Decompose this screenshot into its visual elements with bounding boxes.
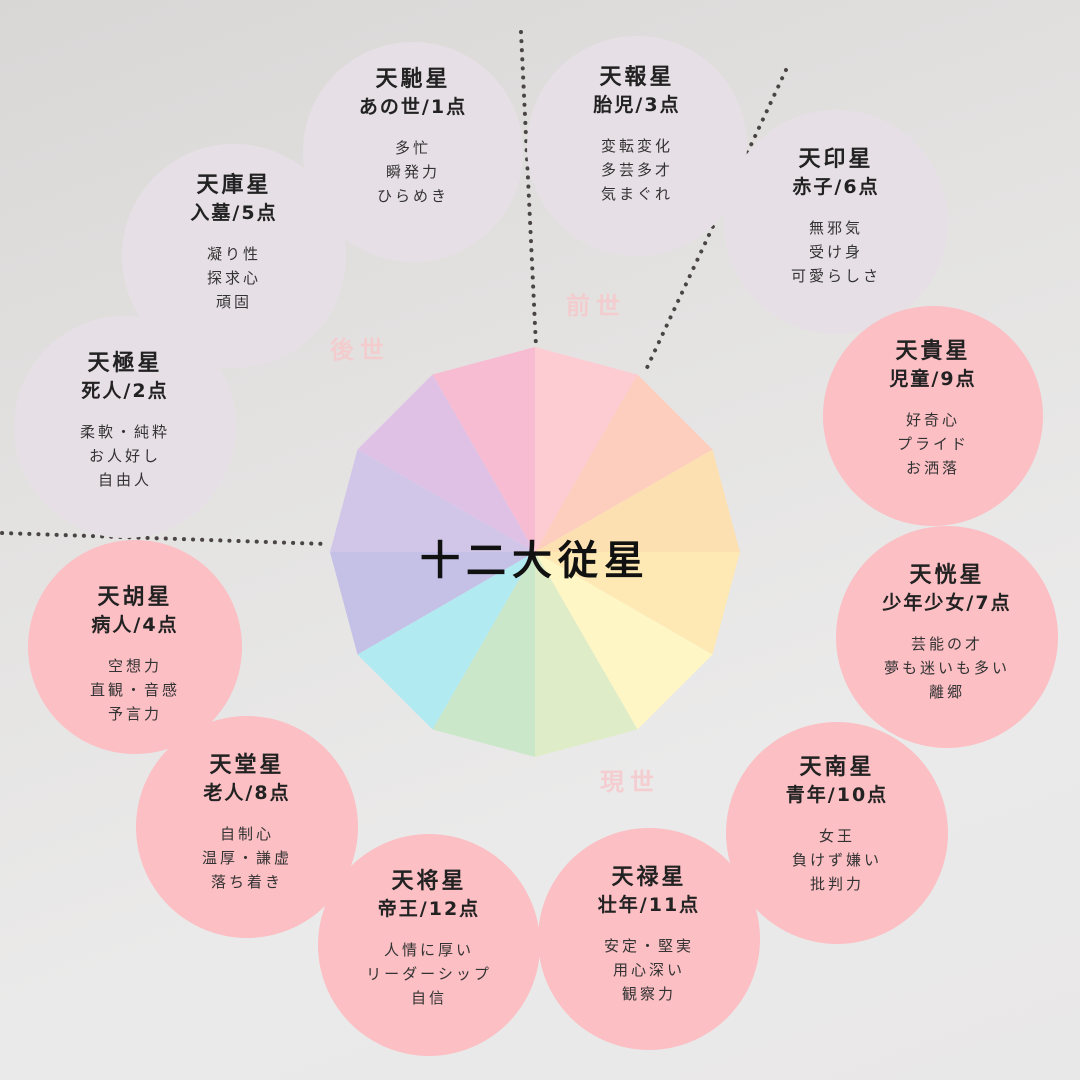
star-trait: 予言力 <box>107 705 162 723</box>
star-stage: 入墓/5点 <box>190 202 278 224</box>
star-card-tenshou: 天将星 帝王/12点 人情に厚い リーダーシップ 自信 <box>318 834 540 1056</box>
star-card-tenroku: 天禄星 壮年/11点 安定・堅実 用心深い 観察力 <box>538 828 760 1050</box>
era-label-afterlife: 後世 <box>330 336 390 364</box>
star-trait: 夢も迷いも多い <box>883 659 1010 677</box>
star-trait: 温厚・謙虚 <box>201 849 292 867</box>
wheel-segment <box>330 449 535 552</box>
star-card-tennan: 天南星 青年/10点 女王 負けず嫌い 批判力 <box>726 722 948 944</box>
star-name: 天胡星 <box>97 585 173 610</box>
star-trait: お人好し <box>88 447 161 465</box>
wheel-segment <box>535 374 713 552</box>
star-name: 天極星 <box>87 351 163 376</box>
star-stage: 病人/4点 <box>91 614 179 636</box>
star-trait: 自信 <box>410 989 447 1007</box>
star-stage: 青年/10点 <box>785 784 889 806</box>
star-trait: 柔軟・純粋 <box>79 423 170 441</box>
star-stage: 赤子/6点 <box>792 176 880 198</box>
star-trait: プライド <box>896 435 969 453</box>
star-trait: 用心深い <box>612 961 685 979</box>
wheel-segment <box>535 552 713 730</box>
star-trait: 空想力 <box>107 657 162 675</box>
wheel-segment <box>357 552 535 730</box>
star-card-tenkyoku: 天極星 死人/2点 柔軟・純粋 お人好し 自由人 <box>14 316 236 538</box>
era-label-present: 現世 <box>600 768 660 796</box>
wheel-segment <box>357 374 535 552</box>
star-trait: 安定・堅実 <box>603 937 694 955</box>
star-name: 天恍星 <box>909 563 985 588</box>
star-stage: 帝王/12点 <box>377 898 481 920</box>
star-card-tenko-illness: 天胡星 病人/4点 空想力 直観・音感 予言力 <box>28 540 242 754</box>
era-label-past: 前世 <box>566 292 626 320</box>
star-trait: 直観・音感 <box>89 681 180 699</box>
star-trait: 批判力 <box>809 875 864 893</box>
star-trait: 探求心 <box>206 269 261 287</box>
star-trait: 多忙 <box>394 139 431 157</box>
zodiac-wheel <box>330 347 740 757</box>
wheel-segment <box>432 552 535 757</box>
star-trait: 多芸多才 <box>600 161 673 179</box>
star-trait: ひらめき <box>376 187 449 205</box>
star-trait: 無邪気 <box>808 219 863 237</box>
star-name: 天印星 <box>798 147 874 172</box>
star-trait: 離郷 <box>928 683 965 701</box>
star-name: 天庫星 <box>196 173 272 198</box>
star-trait: 凝り性 <box>206 245 261 263</box>
star-stage: 少年少女/7点 <box>882 592 1012 614</box>
star-trait: 自制心 <box>219 825 274 843</box>
wheel-segment <box>535 552 740 655</box>
star-name: 天将星 <box>391 869 467 894</box>
star-name: 天報星 <box>599 65 675 90</box>
star-name: 天南星 <box>799 755 875 780</box>
star-trait: 人情に厚い <box>383 941 474 959</box>
star-stage: 老人/8点 <box>203 782 291 804</box>
star-trait: 芸能の才 <box>910 635 983 653</box>
star-stage: 壮年/11点 <box>597 894 701 916</box>
star-trait: お洒落 <box>905 459 960 477</box>
star-name: 天馳星 <box>375 67 451 92</box>
star-trait: 観察力 <box>621 985 676 1003</box>
star-trait: 負けず嫌い <box>791 851 882 869</box>
star-trait: 頑固 <box>215 293 252 311</box>
diagram-title: 十二大従星 <box>420 538 650 584</box>
star-card-tenpou: 天報星 胎児/3点 変転変化 多芸多才 気まぐれ <box>527 36 747 256</box>
star-card-tenki: 天貴星 児童/9点 好奇心 プライド お洒落 <box>823 306 1043 526</box>
star-card-tenin: 天印星 赤子/6点 無邪気 受け身 可愛らしさ <box>724 110 948 334</box>
star-trait: 好奇心 <box>905 411 960 429</box>
wheel-segment <box>535 552 638 757</box>
star-trait: 可愛らしさ <box>790 267 881 285</box>
star-name: 天禄星 <box>611 865 687 890</box>
wheel-segment <box>330 552 535 655</box>
star-trait: 落ち着き <box>210 873 283 891</box>
star-trait: 女王 <box>818 827 855 845</box>
star-trait: 受け身 <box>808 243 863 261</box>
star-card-tenkou: 天恍星 少年少女/7点 芸能の才 夢も迷いも多い 離郷 <box>836 526 1058 748</box>
star-card-tendou: 天堂星 老人/8点 自制心 温厚・謙虚 落ち着き <box>136 716 358 938</box>
wheel-segment <box>432 347 535 552</box>
star-trait: 瞬発力 <box>385 163 440 181</box>
star-trait: 気まぐれ <box>600 185 673 203</box>
star-trait: 変転変化 <box>600 137 673 155</box>
star-stage: あの世/1点 <box>358 96 468 118</box>
star-stage: 児童/9点 <box>889 368 977 390</box>
wheel-segment <box>535 449 740 552</box>
star-stage: 胎児/3点 <box>593 94 681 116</box>
star-stage: 死人/2点 <box>81 380 169 402</box>
wheel-segment <box>535 347 638 552</box>
star-trait: リーダーシップ <box>366 965 492 983</box>
star-trait: 自由人 <box>97 471 152 489</box>
star-name: 天貴星 <box>895 339 971 364</box>
star-name: 天堂星 <box>209 753 285 778</box>
